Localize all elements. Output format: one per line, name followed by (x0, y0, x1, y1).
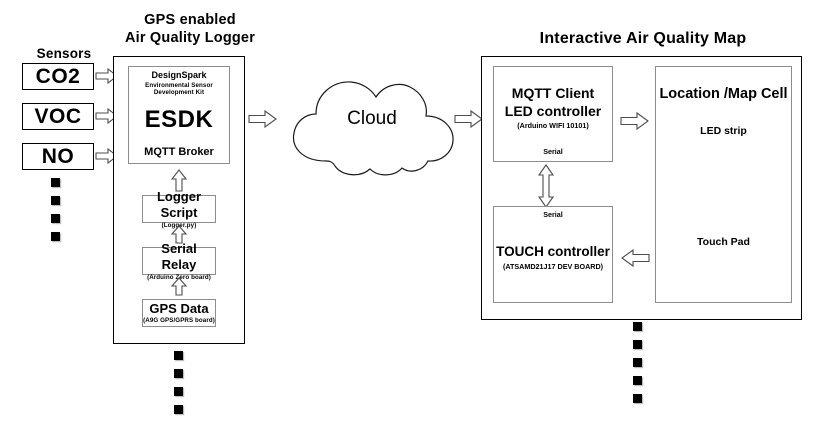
sensors-heading: Sensors (36, 46, 92, 61)
touch-pad-label: Touch Pad (697, 236, 750, 249)
mqtt-client-title-line2: LED controller (504, 102, 602, 119)
mqtt-client-title-line1: MQTT Client (511, 85, 595, 101)
led-strip-label: LED strip (700, 125, 747, 138)
touch-controller-subtitle: (ATSAMD21J17 DEV BOARD) (502, 261, 604, 271)
arrow-led-controller-to-map-cell (620, 111, 649, 131)
mqtt-client-port-label: Serial (543, 147, 563, 157)
arrow-serial-relay-to-logger-script (170, 225, 188, 244)
sensor-label-no: NO (41, 145, 75, 168)
sensor-box-no: NO (22, 143, 94, 170)
arrow-gps-data-to-serial-relay (170, 277, 188, 296)
serial-relay-title: Serial Relay (161, 241, 197, 273)
sensor-continuation-dot (51, 232, 60, 241)
esdk-box: DesignSpark Environmental Sensor Develop… (128, 66, 230, 164)
logger-continuation-dot (174, 387, 183, 396)
cloud-shape (282, 73, 462, 181)
logger-continuation-dot (174, 405, 183, 414)
arrow-serial-bidirectional (537, 164, 555, 208)
esdk-name: ESDK (144, 106, 214, 134)
map-cell-box: Location /Map Cell LED strip Touch Pad (655, 66, 792, 303)
sensor-continuation-dot (51, 196, 60, 205)
logger-continuation-dot (174, 351, 183, 360)
touch-controller-title: TOUCH controller (496, 243, 610, 259)
arrow-logger-script-to-esdk (170, 169, 188, 192)
esdk-role: MQTT Broker (144, 146, 214, 159)
logger-panel-heading: GPS enabled Air Quality Logger (104, 12, 276, 47)
logger-script-box: Logger Script (Logger.py) (142, 189, 216, 229)
gps-data-title: GPS Data (149, 301, 209, 317)
map-continuation-dot (633, 322, 642, 331)
sensor-box-voc: VOC (22, 103, 94, 130)
arrow-touch-pad-to-touch-controller (621, 248, 650, 268)
map-continuation-dot (633, 394, 642, 403)
logger-script-subtitle: (Logger.py) (161, 221, 197, 229)
arrow-logger-to-cloud (248, 109, 277, 129)
sensor-label-co2: CO2 (35, 65, 81, 88)
arrow-no-to-logger (95, 147, 118, 165)
map-continuation-dot (633, 340, 642, 349)
esdk-brand: DesignSpark (151, 69, 207, 80)
touch-controller-box: Serial TOUCH controller (ATSAMD21J17 DEV… (493, 206, 613, 303)
logger-heading-line2: Air Quality Logger (124, 29, 256, 46)
touch-controller-port-label: Serial (543, 210, 563, 219)
mqtt-client-subtitle: (Arduino WIFI 10101) (517, 121, 589, 130)
map-cell-title: Location /Map Cell (659, 86, 788, 102)
map-continuation-dot (633, 376, 642, 385)
mqtt-client-box: MQTT Client LED controller (Arduino WIFI… (493, 66, 613, 162)
sensor-box-co2: CO2 (22, 63, 94, 90)
sensor-label-voc: VOC (34, 105, 82, 128)
arrow-voc-to-logger (95, 107, 118, 125)
cloud-label: Cloud (347, 108, 397, 129)
logger-continuation-dot (174, 369, 183, 378)
map-continuation-dot (633, 358, 642, 367)
logger-script-title: Logger Script (156, 189, 202, 221)
sensor-continuation-dot (51, 214, 60, 223)
serial-relay-box: Serial Relay (Arduino Zero board) (142, 241, 216, 281)
gps-data-subtitle: (A9G GPS/GPRS board) (143, 317, 215, 325)
arrow-cloud-to-map (454, 109, 483, 129)
serial-relay-subtitle: (Arduino Zero board) (147, 273, 211, 281)
arrow-co2-to-logger (95, 67, 118, 85)
sensor-continuation-dot (51, 178, 60, 187)
logger-heading-line1: GPS enabled (144, 12, 236, 28)
map-panel-heading: Interactive Air Quality Map (539, 30, 747, 47)
esdk-subtitle: Environmental Sensor Development Kit (145, 81, 213, 97)
gps-data-box: GPS Data (A9G GPS/GPRS board) (142, 299, 216, 327)
